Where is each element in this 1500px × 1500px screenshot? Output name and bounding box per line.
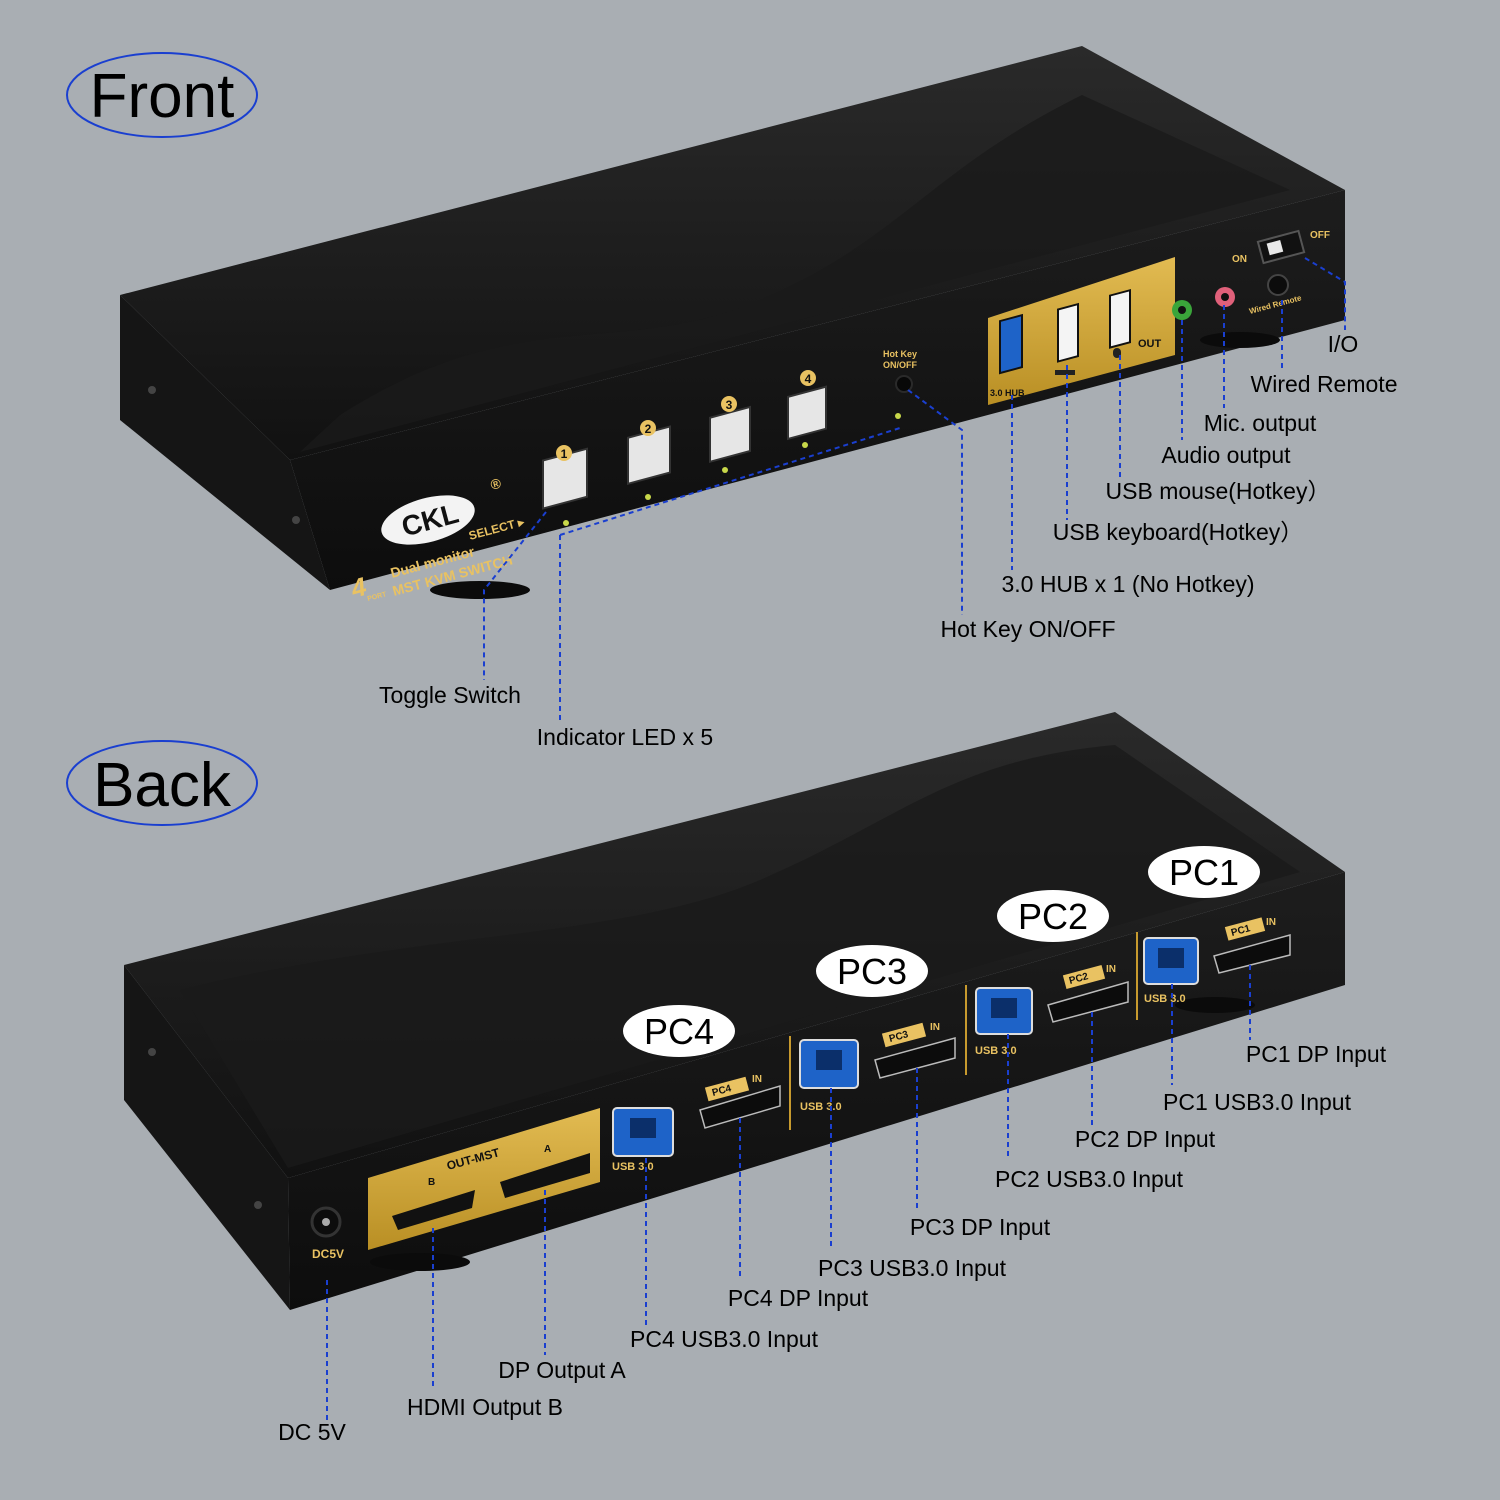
switch-on-label: ON xyxy=(1232,254,1247,265)
usb3-hub-port[interactable]: 3.0 HUB xyxy=(990,313,1025,398)
callout-hotkey: Hot Key ON/OFF xyxy=(940,616,1115,642)
callout-indicator-led: Indicator LED x 5 xyxy=(537,724,713,750)
out-label: OUT xyxy=(1138,338,1162,350)
button-number-3: 3 xyxy=(726,398,733,412)
power-rocker-switch[interactable]: ON OFF xyxy=(1232,229,1330,265)
callout-io: I/O xyxy=(1328,331,1359,357)
callout-toggle-switch: Toggle Switch xyxy=(379,682,521,708)
pc1-tag: PC1 xyxy=(1148,846,1260,898)
callout-dp-output-a: DP Output A xyxy=(498,1357,626,1383)
callout-pc1-dp: PC1 DP Input xyxy=(1246,1041,1387,1067)
dc-label: DC5V xyxy=(312,1247,344,1261)
callout-pc2-dp: PC2 DP Input xyxy=(1075,1126,1216,1152)
pc3-dp-port[interactable]: PC3 IN xyxy=(874,1022,956,1079)
callout-pc4-dp: PC4 DP Input xyxy=(728,1285,869,1311)
front-title: Front xyxy=(66,52,258,138)
usb-mouse-port[interactable] xyxy=(1109,288,1131,358)
mic-output-jack[interactable] xyxy=(1215,287,1235,307)
callout-audio-output: Audio output xyxy=(1161,442,1291,468)
callout-pc3-dp: PC3 DP Input xyxy=(910,1214,1051,1240)
port-a-label: A xyxy=(544,1144,551,1155)
front-device: CKL ® SELECT ▸ Dual monitor MST KVM SWIT… xyxy=(120,46,1345,604)
button-number-4: 4 xyxy=(805,372,812,386)
pc2-tag: PC2 xyxy=(997,890,1109,942)
hdmi-output-b-port[interactable]: B xyxy=(392,1177,475,1230)
pc2-dp-port[interactable]: PC2 IN xyxy=(1047,964,1129,1023)
pc1-usb3-port[interactable]: USB 3.0 xyxy=(1143,937,1199,1005)
pc3-tag: PC3 xyxy=(816,945,928,997)
pc4-tag: PC4 xyxy=(623,1005,735,1057)
pc2-tag-text: PC2 xyxy=(1018,896,1088,937)
hotkey-label-line2: ON/OFF xyxy=(883,360,917,370)
pc1-in-word: IN xyxy=(1266,917,1276,928)
dp-output-a-port[interactable]: A xyxy=(500,1144,590,1198)
callout-hdmi-output-b: HDMI Output B xyxy=(407,1394,563,1420)
pc3-in-word: IN xyxy=(930,1022,940,1033)
back-device: DC5V OUT-MST B A USB 3.0 PC4 IN xyxy=(124,712,1345,1310)
back-title-text: Back xyxy=(93,751,232,820)
hub-label: 3.0 HUB xyxy=(990,388,1025,398)
pc1-tag-text: PC1 xyxy=(1169,852,1239,893)
select-button-2[interactable]: 2 xyxy=(627,420,671,500)
pc3-usb-label: USB 3.0 xyxy=(800,1101,842,1113)
pc1-usb-label: USB 3.0 xyxy=(1144,993,1186,1005)
brand-mark: ® xyxy=(489,475,504,493)
brand-logo: CKL ® xyxy=(381,475,504,545)
indicator-led-5 xyxy=(895,413,901,419)
indicator-led-4 xyxy=(802,442,808,448)
hotkey-button[interactable]: Hot Key ON/OFF xyxy=(883,349,918,419)
callout-hub: 3.0 HUB x 1 (No Hotkey) xyxy=(1001,571,1254,597)
callout-dc-5v: DC 5V xyxy=(278,1419,346,1445)
select-button-4[interactable]: 4 xyxy=(787,370,827,448)
callout-mic-output: Mic. output xyxy=(1204,410,1317,436)
pc4-tag-text: PC4 xyxy=(644,1011,714,1052)
pc1-in-label: PC1 xyxy=(1230,923,1252,939)
usb-keyboard-port[interactable] xyxy=(1055,302,1079,375)
callout-pc2-usb: PC2 USB3.0 Input xyxy=(995,1166,1184,1192)
port-count-word: PORT xyxy=(367,591,388,603)
pc3-in-label: PC3 xyxy=(888,1029,910,1045)
back-title: Back xyxy=(66,740,258,826)
pc2-usb3-port[interactable]: USB 3.0 xyxy=(975,987,1033,1057)
button-number-1: 1 xyxy=(561,447,568,461)
hotkey-label-line1: Hot Key xyxy=(883,349,917,359)
callout-pc1-usb: PC1 USB3.0 Input xyxy=(1163,1089,1352,1115)
back-leader-lines xyxy=(326,965,1251,1422)
callout-pc3-usb: PC3 USB3.0 Input xyxy=(818,1255,1007,1281)
pc2-usb-label: USB 3.0 xyxy=(975,1045,1017,1057)
indicator-led-3 xyxy=(722,467,728,473)
indicator-led-2 xyxy=(645,494,651,500)
pc2-in-word: IN xyxy=(1106,964,1116,975)
dc-power-jack[interactable]: DC5V xyxy=(310,1206,344,1261)
callout-usb-keyboard: USB keyboard(Hotkey） xyxy=(1053,519,1304,545)
switch-off-label: OFF xyxy=(1310,230,1330,241)
callout-usb-mouse: USB mouse(Hotkey） xyxy=(1106,478,1331,504)
callout-pc4-usb: PC4 USB3.0 Input xyxy=(630,1326,819,1352)
pc2-in-label: PC2 xyxy=(1068,971,1090,987)
pc4-in-word: IN xyxy=(752,1074,762,1085)
pc3-tag-text: PC3 xyxy=(837,951,907,992)
pc4-usb3-port[interactable]: USB 3.0 xyxy=(612,1107,674,1173)
callout-wired-remote: Wired Remote xyxy=(1251,371,1398,397)
pc4-in-label: PC4 xyxy=(711,1083,733,1099)
pc4-usb-label: USB 3.0 xyxy=(612,1161,654,1173)
front-title-text: Front xyxy=(90,62,235,131)
indicator-led-1 xyxy=(563,520,569,526)
pc1-dp-port[interactable]: PC1 IN xyxy=(1213,917,1291,974)
audio-output-jack[interactable] xyxy=(1172,300,1192,320)
pc4-dp-port[interactable]: PC4 IN xyxy=(699,1074,781,1129)
select-button-1[interactable]: 1 xyxy=(542,445,588,526)
button-number-2: 2 xyxy=(645,422,652,436)
port-b-label: B xyxy=(428,1177,435,1188)
select-button-3[interactable]: 3 xyxy=(709,396,751,473)
front-leader-lines xyxy=(483,257,1346,720)
